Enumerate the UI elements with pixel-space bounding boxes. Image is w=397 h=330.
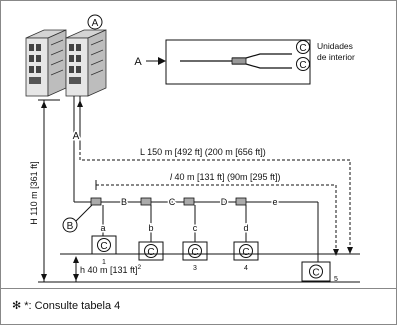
outdoor-unit-left — [25, 29, 67, 97]
branch-callout-label: A — [134, 56, 142, 68]
branch-B-circle — [62, 217, 78, 233]
length-L-label: L 150 m [492 ft] (200 m [656 ft]) — [140, 147, 266, 157]
height-H-label: H 110 m [361 ft] — [29, 161, 39, 224]
drop-c-label: c — [193, 223, 198, 233]
asterisk-icon: ✻ — [12, 300, 21, 312]
svg-text:C: C — [191, 247, 198, 258]
segment-e-label: e — [272, 197, 277, 207]
segment-C-label: C — [169, 197, 176, 207]
branch-B-circle-label: B — [67, 221, 74, 232]
branch-c-label-bottom: C — [299, 60, 306, 71]
footnote: ✻ *: Consulte tabela 4 — [12, 300, 120, 312]
vertical-pipe-label: A — [73, 131, 80, 142]
indoor-unit-3: C — [182, 241, 208, 261]
indoor-unit-1: C — [91, 235, 117, 255]
l-dim-line — [96, 184, 337, 252]
branch-joint-1 — [90, 197, 102, 206]
indoor-units-label-1: Unidades — [317, 41, 353, 51]
svg-text:C: C — [242, 247, 249, 258]
indoor-unit-4: C — [233, 241, 259, 261]
indoor-unit-3-number: 3 — [193, 265, 197, 272]
branch-B-leader — [75, 204, 93, 222]
outdoor-circle-marker — [87, 14, 103, 30]
branch-pipe-icon — [180, 53, 292, 69]
branch-c-label-top: C — [299, 43, 306, 54]
drop-b-label: b — [148, 223, 153, 233]
indoor-units-label-2: de interior — [317, 52, 355, 62]
indoor-unit-4-number: 4 — [244, 265, 248, 272]
branch-joint-4 — [235, 197, 247, 206]
L-dim-line — [79, 152, 351, 250]
outdoor-circle-label: A — [92, 18, 99, 29]
indoor-unit-5-number: 5 — [334, 276, 338, 283]
indoor-unit-2: C — [138, 241, 164, 261]
segment-B-label: B — [121, 197, 127, 207]
height-h-label: h 40 m [131 ft]2 — [80, 264, 142, 275]
segment-D-label: D — [221, 197, 228, 207]
svg-text:C: C — [100, 241, 107, 252]
drop-a-label: a — [100, 223, 105, 233]
svg-text:C: C — [147, 247, 154, 258]
length-l-label: l 40 m [131 ft] (90m [295 ft]) — [170, 172, 281, 182]
indoor-unit-5: C — [301, 261, 331, 282]
outdoor-unit-right — [65, 29, 107, 97]
indoor-unit-1-number: 1 — [102, 259, 106, 266]
svg-text:C: C — [312, 268, 319, 279]
branch-joint-3 — [183, 197, 195, 206]
drop-d-label: d — [243, 223, 248, 233]
branch-joint-2 — [140, 197, 152, 206]
branch-callout-arrowhead — [158, 57, 166, 65]
branch-c-icon-bottom — [296, 57, 310, 71]
branch-c-icon-top — [296, 40, 310, 54]
